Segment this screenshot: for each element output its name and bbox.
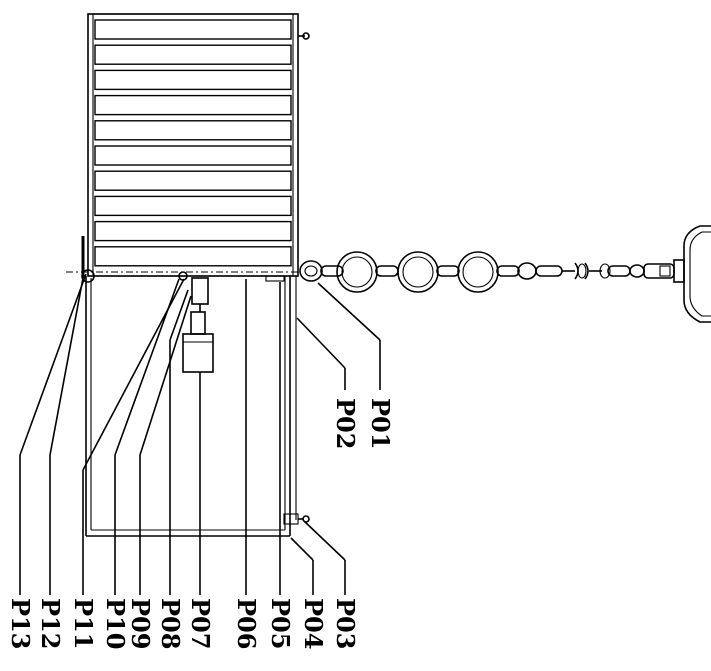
grate-slats xyxy=(94,19,292,267)
chain xyxy=(299,251,675,293)
label-p06: P06 xyxy=(232,598,261,649)
grate-slat xyxy=(94,246,292,267)
anchor-disc xyxy=(673,225,711,323)
grate-slat xyxy=(94,195,292,217)
label-p11: P11 xyxy=(69,598,98,649)
label-p08: P08 xyxy=(156,598,185,649)
label-p09: P09 xyxy=(126,598,155,649)
grate-slat xyxy=(94,44,292,65)
hinge-ring xyxy=(81,269,95,283)
counterweight xyxy=(182,277,214,373)
grate-frame xyxy=(87,13,299,277)
label-p02: P02 xyxy=(331,398,360,449)
grate-slat xyxy=(94,69,292,91)
grate-slat xyxy=(94,170,292,191)
leader-lines xyxy=(19,273,381,595)
grate-slat xyxy=(94,220,292,242)
grate-slat xyxy=(94,145,292,166)
label-p12: P12 xyxy=(36,598,65,649)
grate-slat xyxy=(94,120,292,141)
latch-plate xyxy=(265,275,285,282)
label-p07: P07 xyxy=(186,598,215,649)
label-p04: P04 xyxy=(299,598,328,649)
lower-box xyxy=(85,276,297,537)
label-p01: P01 xyxy=(366,398,395,449)
grate-slat xyxy=(94,94,292,116)
label-p10: P10 xyxy=(101,598,130,649)
label-p13: P13 xyxy=(6,598,35,649)
label-p03: P03 xyxy=(331,598,360,649)
grate-slat xyxy=(94,19,292,40)
label-p05: P05 xyxy=(266,598,295,649)
top-bolt xyxy=(298,32,310,40)
